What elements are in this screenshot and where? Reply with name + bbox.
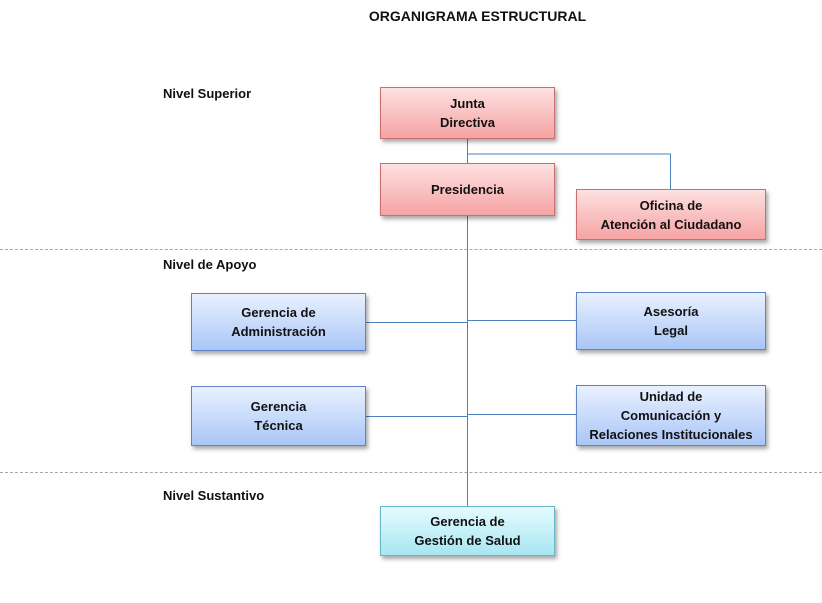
node-junta-directiva-line1: Junta	[450, 96, 485, 111]
node-gerencia-gestion-salud-line1: Gerencia de	[430, 514, 505, 529]
connector-junta-oficina	[467, 153, 671, 189]
node-gerencia-administracion-line1: Gerencia de	[241, 305, 316, 320]
node-gerencia-administracion: Gerencia de Administración	[191, 293, 366, 351]
level-label-superior: Nivel Superior	[163, 86, 252, 101]
node-oficina-atencion-line2: Atención al Ciudadano	[600, 216, 742, 232]
node-gerencia-tecnica-line2: Técnica	[254, 418, 303, 433]
node-unidad-comunicacion-line1: Unidad de	[639, 389, 703, 404]
level-label-apoyo: Nivel de Apoyo	[163, 257, 257, 272]
node-oficina-atencion-line1: Oficina de	[639, 197, 703, 213]
node-presidencia: Presidencia	[380, 163, 555, 216]
node-junta-directiva: Junta Directiva	[380, 87, 555, 139]
level-divider-apoyo-sustantivo	[0, 472, 822, 473]
node-presidencia-line1: Presidencia	[431, 182, 504, 197]
node-unidad-comunicacion-line2: Comunicación y	[620, 408, 722, 423]
level-divider-superior-apoyo	[0, 249, 822, 250]
node-asesoria-legal-line1: Asesoría	[643, 304, 699, 319]
node-junta-directiva-line2: Directiva	[440, 115, 495, 130]
node-unidad-comunicacion-line3: Relaciones Institucionales	[589, 427, 753, 442]
node-gerencia-gestion-salud: Gerencia de Gestión de Salud	[380, 506, 555, 556]
level-label-sustantivo: Nivel Sustantivo	[163, 488, 265, 503]
node-asesoria-legal-line2: Legal	[654, 323, 688, 338]
node-gerencia-gestion-salud-line2: Gestión de Salud	[414, 533, 521, 548]
node-gerencia-tecnica: Gerencia Técnica	[191, 386, 366, 446]
chart-title: ORGANIGRAMA ESTRUCTURAL	[368, 8, 587, 24]
node-gerencia-administracion-line2: Administración	[231, 324, 326, 339]
node-oficina-atencion: Oficina de Atención al Ciudadano	[576, 189, 766, 240]
node-asesoria-legal: Asesoría Legal	[576, 292, 766, 350]
node-gerencia-tecnica-line1: Gerencia	[250, 399, 307, 414]
node-unidad-comunicacion: Unidad de Comunicación y Relaciones Inst…	[576, 385, 766, 446]
